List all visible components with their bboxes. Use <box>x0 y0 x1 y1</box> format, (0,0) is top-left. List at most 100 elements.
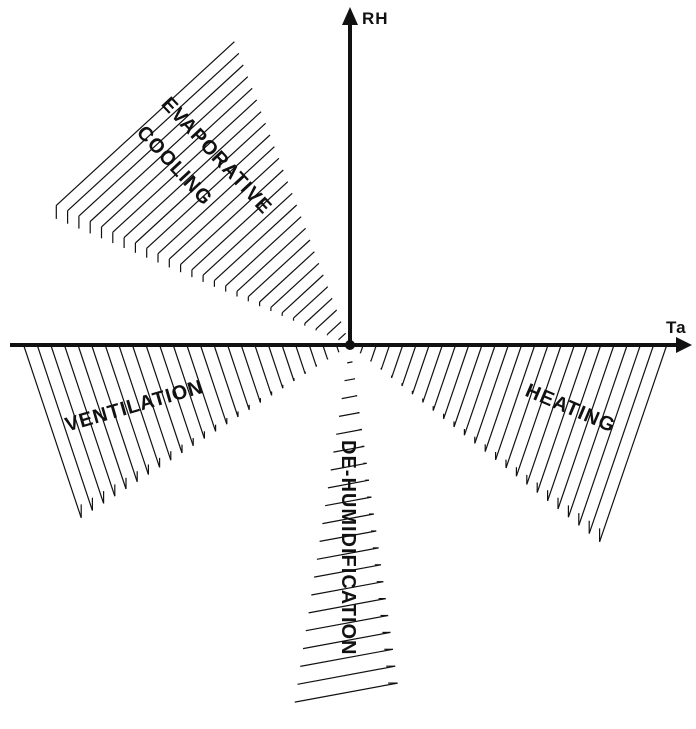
hatch-line <box>526 344 575 485</box>
hatch-line <box>308 598 386 614</box>
hatch-line <box>391 344 404 378</box>
hatch-line <box>536 344 589 493</box>
hatch-line <box>401 344 417 387</box>
vertical-axis-arrowhead <box>342 7 358 25</box>
hatch-line <box>505 344 549 469</box>
heating-sector <box>359 344 668 542</box>
hatch-line <box>557 344 615 510</box>
hatch-line <box>101 87 253 228</box>
heating-label: HEATING <box>522 380 619 438</box>
hatch-line <box>338 332 347 341</box>
hatch-line <box>131 344 172 461</box>
hatch-line <box>308 344 317 367</box>
ventilation-label: VENTILATION <box>63 376 206 437</box>
hatch-line <box>145 344 183 454</box>
hatch-line <box>240 344 261 403</box>
hatch-line <box>23 344 82 518</box>
hatch-line <box>267 344 284 389</box>
hatch-line <box>495 344 536 460</box>
hatch-line <box>281 274 324 314</box>
hatch-line <box>338 412 360 417</box>
hatch-line <box>63 344 116 497</box>
hatch-line <box>295 344 306 374</box>
hatch-line <box>326 321 342 335</box>
hatch-line <box>380 344 391 370</box>
origin-point <box>345 340 355 350</box>
hatch-line <box>316 547 379 560</box>
hatch-line <box>134 122 267 244</box>
hatch-line <box>77 344 127 490</box>
hatch-line <box>55 41 235 206</box>
hatch-line <box>315 309 338 330</box>
hatch-line <box>322 344 329 360</box>
rh-axis-label: RH <box>362 9 389 28</box>
hatch-line <box>463 344 496 436</box>
hatch-line <box>36 344 93 511</box>
hatch-line <box>324 496 372 507</box>
hatch-line <box>91 344 138 482</box>
evaporative-cooling-sector <box>55 41 347 341</box>
hatch-line <box>118 344 161 468</box>
hatch-line <box>341 395 358 400</box>
hatch-line <box>311 581 384 596</box>
hatch-line <box>259 251 315 303</box>
hatch-line <box>313 564 382 578</box>
hatch-line <box>172 344 205 439</box>
hatch-line <box>157 146 275 255</box>
hatch-line <box>270 262 320 308</box>
hatch-line <box>599 344 668 542</box>
hatch-line <box>213 204 298 282</box>
hatch-line <box>78 64 244 217</box>
hatch-line <box>411 344 430 395</box>
hatch-line <box>225 216 302 287</box>
hatch-line <box>453 344 483 428</box>
hatch-line <box>168 157 280 260</box>
hatch-line <box>199 344 228 425</box>
dehumidification-sector <box>294 361 398 703</box>
hatch-line <box>281 344 295 382</box>
hatch-line <box>89 76 249 222</box>
hatch-line <box>202 192 293 276</box>
hatch-line <box>344 378 355 382</box>
hatch-line <box>186 344 217 432</box>
hatch-line <box>432 344 457 411</box>
hatch-line <box>305 614 389 632</box>
hatch-line <box>333 445 365 453</box>
hatch-line <box>330 462 367 471</box>
hatch-line <box>336 428 363 435</box>
hatch-line <box>180 169 284 265</box>
hatch-line <box>588 344 655 534</box>
hatch-line <box>327 479 370 489</box>
hatch-line <box>297 665 396 685</box>
hatch-line <box>227 344 250 410</box>
hatch-line <box>123 111 262 239</box>
hatch-line <box>191 181 289 271</box>
dehumidification-label: DE-HUMIDIFICATION <box>337 440 359 656</box>
hatch-line <box>578 344 641 526</box>
ta-axis-label: Ta <box>666 318 687 337</box>
hatch-line <box>443 344 470 419</box>
hatch-line <box>422 344 443 403</box>
hatch-line <box>146 134 271 249</box>
hatch-line <box>319 530 377 542</box>
hatch-line <box>300 648 394 667</box>
hatch-line <box>515 344 562 477</box>
hatch-line <box>547 344 602 501</box>
hatch-line <box>322 513 374 525</box>
hatch-line <box>484 344 523 452</box>
horizontal-axis-arrowhead <box>676 337 692 353</box>
hatch-line <box>247 239 311 298</box>
hatch-line <box>347 361 353 364</box>
hatch-line <box>213 344 239 418</box>
hatch-line <box>304 297 333 324</box>
hatch-line <box>254 344 273 396</box>
hatch-line <box>294 682 398 703</box>
hatch-line <box>112 99 258 233</box>
hatch-line <box>474 344 509 444</box>
hatch-line <box>370 344 377 362</box>
hatch-line <box>567 344 628 518</box>
hatch-line <box>236 227 307 292</box>
hatch-line <box>159 344 194 446</box>
hatch-line <box>302 631 391 650</box>
